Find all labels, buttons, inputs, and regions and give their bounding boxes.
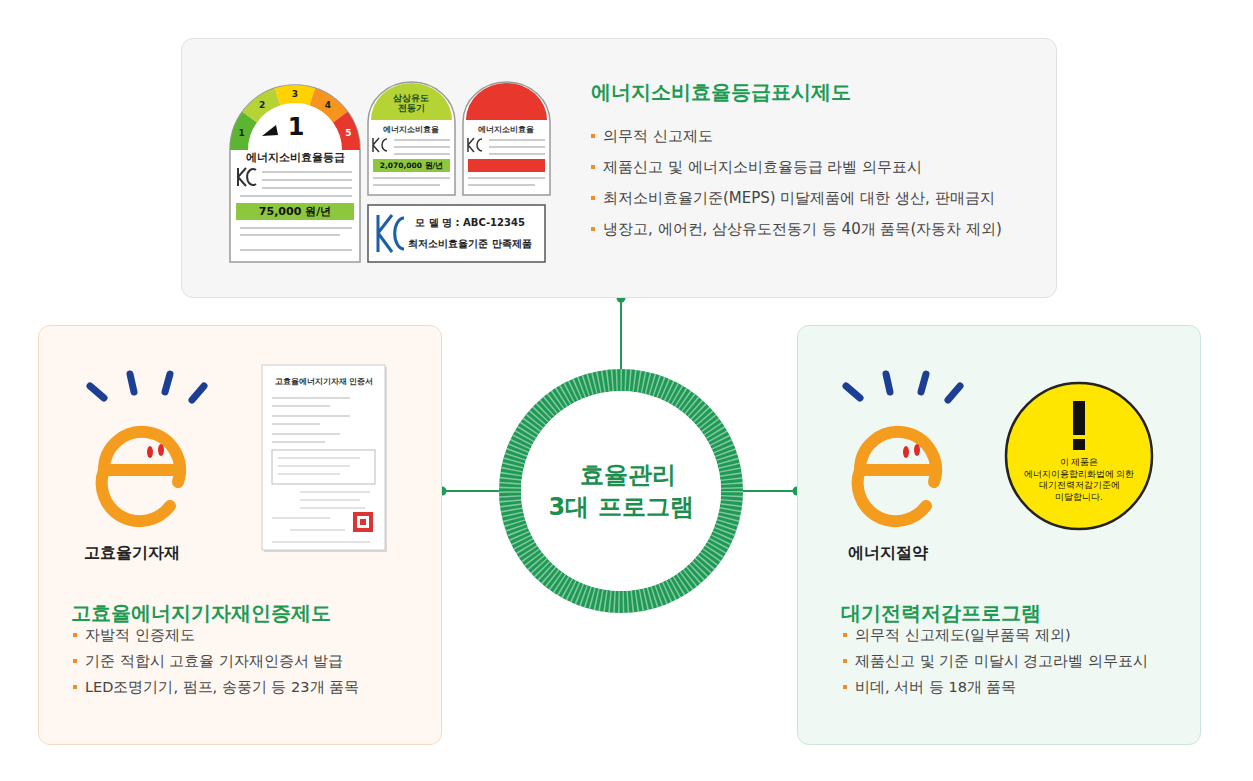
bullet-mark <box>591 165 595 169</box>
connector-line <box>620 298 622 369</box>
program-heading: 에너지소비효율등급표시제도 <box>591 80 851 105</box>
bullet-row: 비데, 서버 등 18개 품목 <box>843 678 1017 696</box>
label-text: 3 <box>292 89 298 99</box>
label-text: 1 <box>239 128 245 138</box>
logo-mark <box>846 374 960 521</box>
bullet-text: 제품신고 및 에너지소비효율등급 라벨 의무표시 <box>591 158 922 177</box>
bullet-mark <box>843 685 847 689</box>
label-text: 75,000 원/년 <box>259 205 331 218</box>
warning-text: 이 제품은 에너지이용합리화법에 의한 대기전력저감기준에 미달합니다. <box>1018 457 1140 504</box>
connector <box>438 487 500 496</box>
label-text: 4 <box>325 100 331 110</box>
label-text: 2 <box>259 100 265 110</box>
warning-circle: 이 제품은 에너지이용합리화법에 의한 대기전력저감기준에 미달합니다. <box>1004 381 1154 531</box>
label-text: 에너지소비효율 <box>383 125 439 134</box>
hub-title: 효율관리 3대 프로그램 <box>542 459 700 524</box>
bullet-row: LED조명기기, 펌프, 송풍기 등 23개 품목 <box>73 678 359 696</box>
bullet-mark <box>591 227 595 231</box>
bullet-row: 최저소비효율기준(MEPS) 미달제품에 대한 생산, 판매금지 <box>591 189 995 208</box>
label-text: 에너지소비효율 <box>478 125 534 134</box>
label-text: 고효율에너지기자재 인증서 <box>275 377 374 386</box>
label-text: 에너지절약 <box>848 544 928 562</box>
bullet-text: 의무적 신고제도(일부품목 제외) <box>843 626 1071 644</box>
hub-ring <box>499 369 743 613</box>
label-text: 최저소비효율기준 만족제품 <box>408 238 531 250</box>
bullet-mark <box>73 685 77 689</box>
bullet-mark <box>843 659 847 663</box>
bullet-row: 제품신고 및 에너지소비효율등급 라벨 의무표시 <box>591 158 922 177</box>
bullet-row: 의무적 신고제도 <box>591 127 713 146</box>
connector <box>617 294 626 370</box>
bullet-text: 냉장고, 에어컨, 삼상유도전동기 등 40개 품목(자동차 제외) <box>591 220 1002 239</box>
label-text: 2,070,000 원/년 <box>380 161 444 170</box>
program-box: 대기전력저감프로그램의무적 신고제도(일부품목 제외) 제품신고 및 기준 미달시… <box>797 325 1201 745</box>
bullet-text: 기준 적합시 고효율 기자재인증서 발급 <box>73 652 343 670</box>
connector-line <box>743 490 797 492</box>
bullet-row: 의무적 신고제도(일부품목 제외) <box>843 626 1071 644</box>
logo-mark <box>90 374 204 521</box>
connector <box>743 487 802 496</box>
label-text: 모 델 명 : ABC-12345 <box>415 217 525 229</box>
bullet-text: 의무적 신고제도 <box>591 127 713 146</box>
hub-circle: 효율관리 3대 프로그램 <box>499 369 743 613</box>
program-box: 에너지소비효율등급표시제도의무적 신고제도제품신고 및 에너지소비효율등급 라벨… <box>181 38 1057 298</box>
program-heading: 대기전력저감프로그램 <box>841 601 1041 626</box>
warning-sticker <box>1004 381 1154 531</box>
bullet-text: 자발적 인증제도 <box>73 626 195 644</box>
program-heading: 고효율에너지기자재인증제도 <box>71 601 331 626</box>
label-text: 삼상유도 전동기 <box>385 93 437 114</box>
label-text: 1 <box>288 114 305 142</box>
label-text: 5 <box>345 128 351 138</box>
bullet-text: 최저소비효율기준(MEPS) 미달제품에 대한 생산, 판매금지 <box>591 189 995 208</box>
bullet-mark <box>591 196 595 200</box>
bullet-text: 비데, 서버 등 18개 품목 <box>843 678 1017 696</box>
bullet-mark <box>843 633 847 637</box>
bullet-mark <box>73 633 77 637</box>
connector-line <box>442 490 499 492</box>
bullet-row: 냉장고, 에어컨, 삼상유도전동기 등 40개 품목(자동차 제외) <box>591 220 1002 239</box>
bullet-row: 기준 적합시 고효율 기자재인증서 발급 <box>73 652 343 670</box>
bullet-mark <box>73 659 77 663</box>
label-text: 에너지소비효율등급 <box>246 152 345 165</box>
bullet-text: LED조명기기, 펌프, 송풍기 등 23개 품목 <box>73 678 359 696</box>
program-box: 고효율에너지기자재인증제도자발적 인증제도기준 적합시 고효율 기자재인증서 발… <box>38 325 442 745</box>
bullet-mark <box>591 134 595 138</box>
bullet-row: 제품신고 및 기준 미달시 경고라벨 의무표시 <box>843 652 1148 670</box>
bullet-row: 자발적 인증제도 <box>73 626 195 644</box>
label-text: 고효율기자재 <box>84 544 180 562</box>
bullet-text: 제품신고 및 기준 미달시 경고라벨 의무표시 <box>843 652 1148 670</box>
